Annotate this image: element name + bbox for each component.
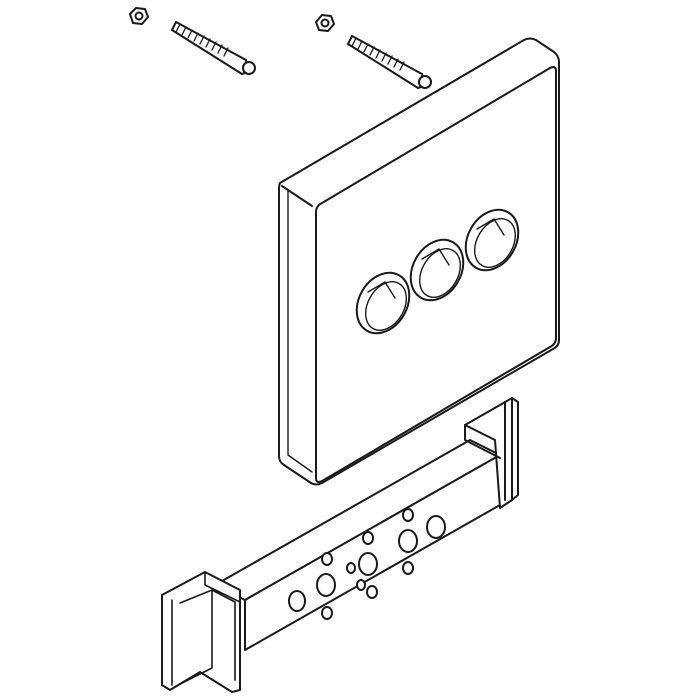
mounting-bracket bbox=[161, 397, 519, 693]
bracket-hole bbox=[316, 573, 336, 597]
bracket-end-left-detail bbox=[171, 571, 241, 686]
bracket-hole bbox=[356, 579, 366, 591]
bracket-holes bbox=[288, 508, 446, 620]
plate-opening-left bbox=[355, 271, 411, 335]
bracket-hole bbox=[402, 561, 414, 575]
plate-side-edge bbox=[281, 185, 313, 207]
bolt-right bbox=[315, 14, 432, 89]
bracket-hole bbox=[321, 606, 333, 620]
bolt-right-thread bbox=[351, 37, 405, 71]
plate-side-inner bbox=[287, 189, 313, 473]
bracket-hole bbox=[366, 585, 378, 599]
bracket-hole bbox=[321, 552, 333, 566]
plate-opening-middle bbox=[409, 238, 465, 302]
bracket-hole bbox=[358, 552, 378, 576]
plate-front-face bbox=[315, 66, 557, 483]
bolt-left-tip bbox=[242, 61, 256, 75]
bracket-hole bbox=[362, 531, 374, 545]
plate-opening-right bbox=[464, 208, 520, 272]
bolt-right-tip bbox=[418, 75, 432, 89]
bracket-hole bbox=[288, 590, 306, 612]
bracket-hole bbox=[398, 529, 418, 553]
bracket-hole bbox=[346, 562, 356, 574]
bolt-left-shaft bbox=[171, 21, 249, 75]
bolt-right-shaft bbox=[347, 35, 425, 89]
bolt-left bbox=[129, 7, 256, 75]
bolt-left-thread bbox=[175, 23, 229, 57]
bracket-hole bbox=[426, 515, 446, 539]
cover-plate bbox=[278, 37, 560, 486]
bracket-end-right-detail bbox=[464, 397, 519, 501]
nut-right-hole bbox=[320, 18, 330, 28]
nut-left-hole bbox=[134, 11, 144, 21]
bracket-hole bbox=[402, 508, 414, 522]
